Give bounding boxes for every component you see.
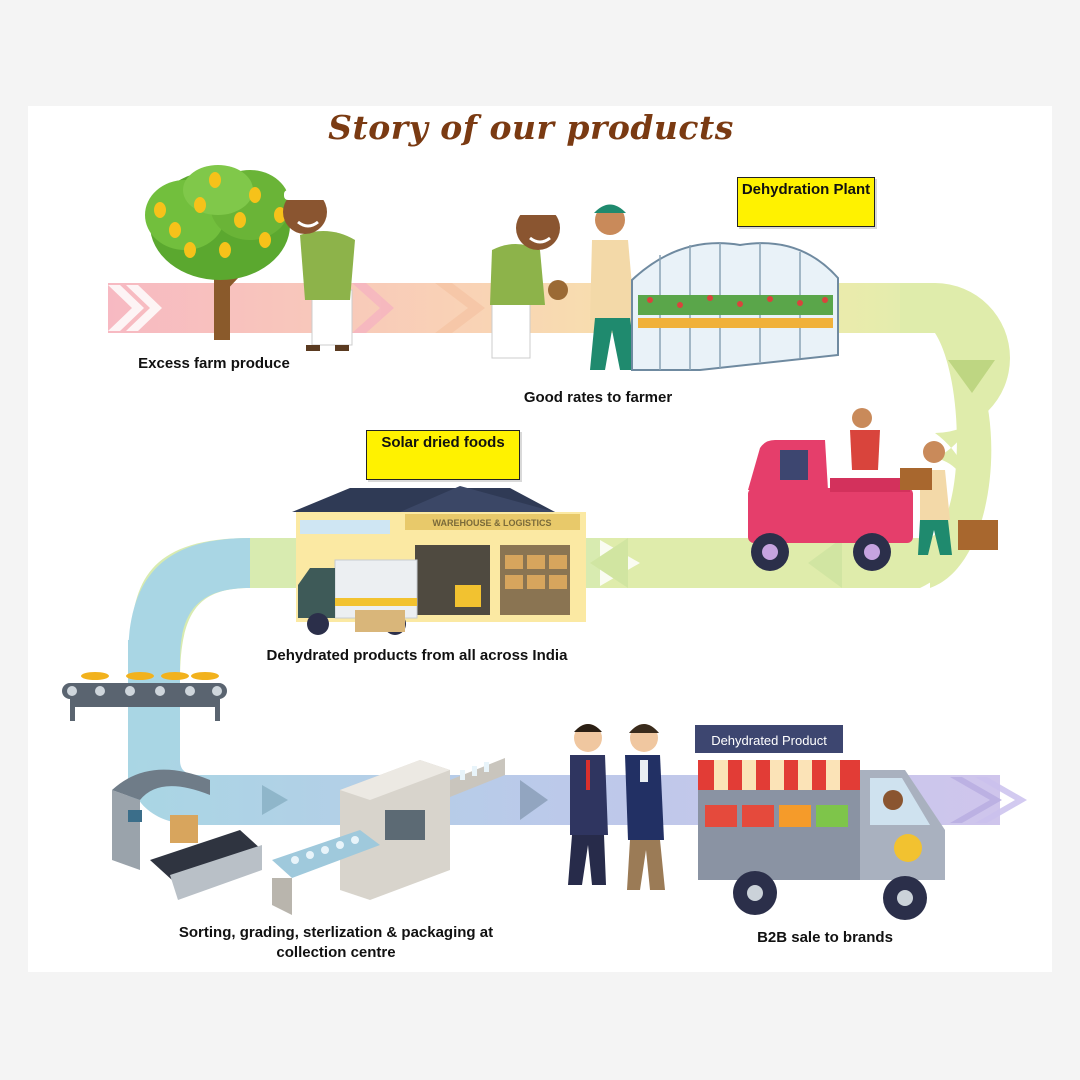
scanner-machine-icon xyxy=(112,769,262,900)
businessman-icon xyxy=(568,724,608,885)
delivery-truck-icon xyxy=(298,559,418,635)
warehouse-sign: WAREHOUSE & LOGISTICS xyxy=(432,518,551,528)
step-caption-excess-produce: Excess farm produce xyxy=(138,355,290,372)
step-caption-dehydrated-products: Dehydrated products from all across Indi… xyxy=(266,647,568,664)
farmer-icon xyxy=(283,190,355,351)
pickup-truck-icon xyxy=(748,408,998,571)
flow-curve-right xyxy=(600,283,1010,588)
buyer-icon xyxy=(590,204,637,370)
step-caption-b2b-sale: B2B sale to brands xyxy=(757,929,893,946)
dehydration-plant-tag: Dehydration Plant xyxy=(737,177,875,227)
farmer-icon xyxy=(490,205,568,359)
conveyor-icon xyxy=(62,672,227,721)
warehouse-icon: WAREHOUSE & LOGISTICS xyxy=(292,486,586,622)
bottling-machine-icon xyxy=(272,758,505,915)
step-caption-sorting-packaging: Sorting, grading, sterlization & packagi… xyxy=(178,924,494,961)
page-title: Story of our products xyxy=(328,108,734,147)
food-truck-icon: Dehydrated Product xyxy=(695,725,945,920)
truck-banner: Dehydrated Product xyxy=(711,733,827,748)
flow-chevrons xyxy=(108,283,1027,823)
mango-tree-icon xyxy=(145,165,290,340)
forklift-icon xyxy=(455,585,481,607)
step-caption-good-rates: Good rates to farmer xyxy=(523,389,673,406)
greenhouse-icon xyxy=(631,242,839,371)
solar-dried-tag: Solar dried foods xyxy=(366,430,520,480)
awning xyxy=(698,760,860,790)
money-bag-icon xyxy=(548,280,568,300)
businessman-icon xyxy=(625,724,665,890)
